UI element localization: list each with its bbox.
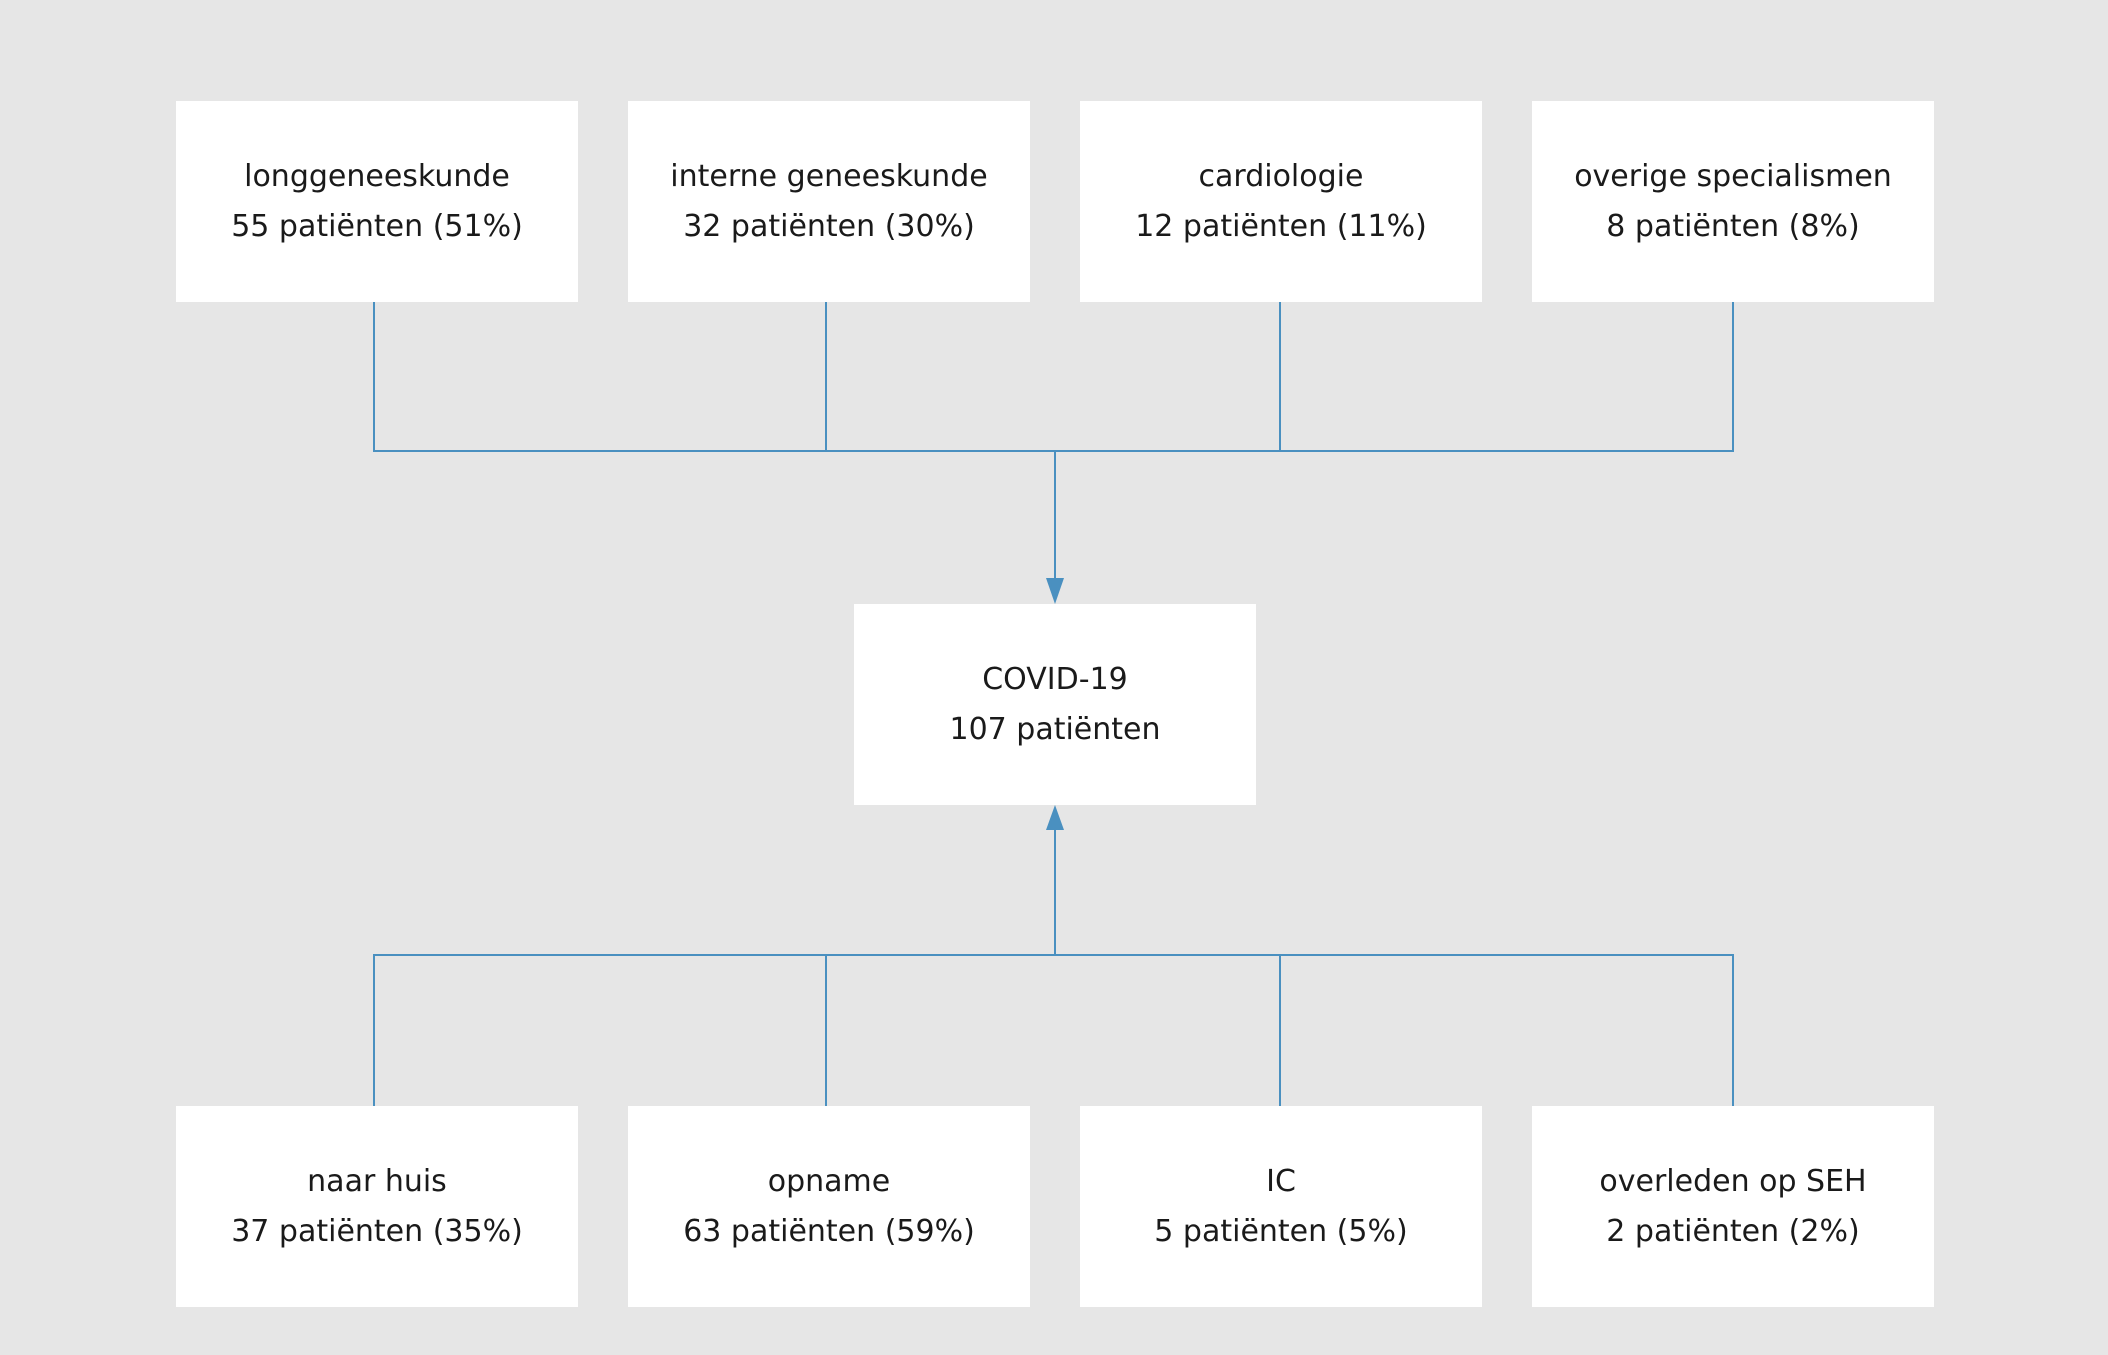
source-count: 8 patiënten (8%) — [1606, 208, 1860, 244]
source-box-interne-geneeskunde: interne geneeskunde 32 patiënten (30%) — [628, 101, 1030, 302]
outcome-label: naar huis — [307, 1163, 447, 1199]
center-box-covid19: COVID-19 107 patiënten — [854, 604, 1256, 805]
outcome-count: 37 patiënten (35%) — [231, 1213, 523, 1249]
center-count: 107 patiënten — [949, 711, 1161, 747]
outcome-box-overleden-op-seh: overleden op SEH 2 patiënten (2%) — [1532, 1106, 1934, 1307]
outcome-label: opname — [767, 1163, 891, 1199]
source-label: cardiologie — [1198, 158, 1364, 194]
center-label: COVID-19 — [982, 661, 1128, 697]
source-box-cardiologie: cardiologie 12 patiënten (11%) — [1080, 101, 1482, 302]
source-box-longgeneeskunde: longgeneeskunde 55 patiënten (51%) — [176, 101, 578, 302]
arrowhead-down — [1046, 578, 1064, 604]
source-count: 55 patiënten (51%) — [231, 208, 523, 244]
source-box-overige-specialismen: overige specialismen 8 patiënten (8%) — [1532, 101, 1934, 302]
source-label: overige specialismen — [1574, 158, 1892, 194]
outcome-count: 5 patiënten (5%) — [1154, 1213, 1408, 1249]
outcome-count: 63 patiënten (59%) — [683, 1213, 975, 1249]
arrowhead-up — [1046, 805, 1064, 830]
outcome-box-ic: IC 5 patiënten (5%) — [1080, 1106, 1482, 1307]
source-count: 12 patiënten (11%) — [1135, 208, 1427, 244]
outcome-label: overleden op SEH — [1599, 1163, 1867, 1199]
outcome-count: 2 patiënten (2%) — [1606, 1213, 1860, 1249]
source-label: interne geneeskunde — [670, 158, 988, 194]
source-label: longgeneeskunde — [244, 158, 510, 194]
outcome-label: IC — [1266, 1163, 1296, 1199]
source-count: 32 patiënten (30%) — [683, 208, 975, 244]
outcome-box-naar-huis: naar huis 37 patiënten (35%) — [176, 1106, 578, 1307]
outcome-box-opname: opname 63 patiënten (59%) — [628, 1106, 1030, 1307]
